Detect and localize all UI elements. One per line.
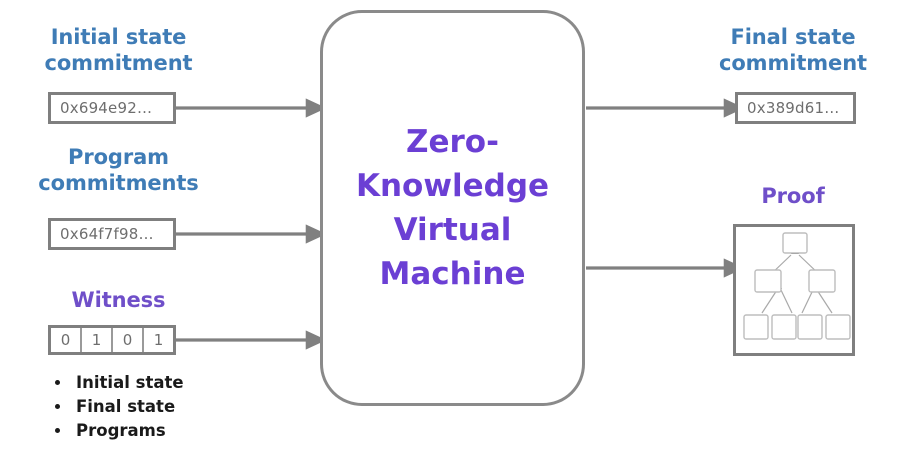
witness-contents-list: Initial state Final state Programs	[50, 371, 282, 443]
proof-label: Proof	[761, 184, 825, 208]
witness-cell: 0	[51, 328, 82, 352]
program-commitments-label: Program commitments	[38, 145, 199, 195]
list-item: Initial state	[72, 371, 282, 395]
witness-cell: 1	[82, 328, 113, 352]
final-state-value-box: 0x389d61…	[735, 92, 856, 124]
program-commitments-value-box: 0x64f7f98…	[48, 218, 176, 250]
list-item: Final state	[72, 395, 282, 419]
list-item: Programs	[72, 419, 282, 443]
initial-state-label: Initial state commitment	[44, 25, 193, 75]
initial-state-value-box: 0x694e92…	[48, 92, 176, 124]
merkle-tree-icon	[743, 232, 851, 340]
witness-cell: 1	[153, 331, 164, 349]
final-state-label: Final state commitment	[719, 25, 867, 75]
witness-cell: 0	[113, 328, 144, 352]
zkvm-box: Zero- Knowledge Virtual Machine	[320, 10, 585, 406]
witness-label: Witness	[71, 288, 166, 312]
zkvm-title: Zero- Knowledge Virtual Machine	[355, 124, 550, 292]
witness-tape: 0 1 0 1	[48, 325, 176, 355]
proof-box	[733, 224, 855, 356]
